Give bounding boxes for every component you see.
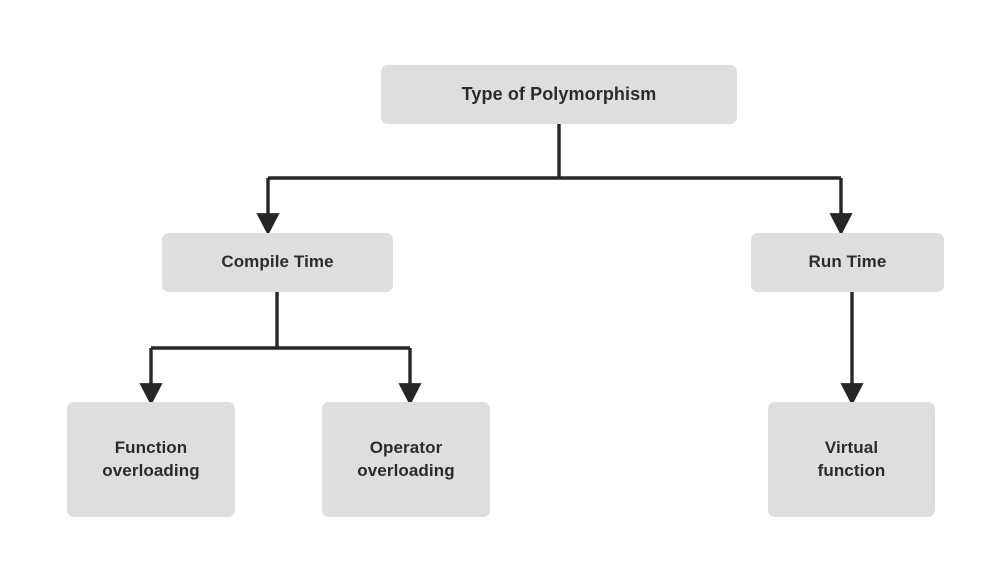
edge-compile-time-to-level2: [139, 292, 422, 406]
node-label-run-time: Run Time: [808, 252, 887, 272]
node-label-compile-time: Compile Time: [221, 252, 334, 272]
node-label-root: Type of Polymorphism: [461, 83, 657, 104]
node-run-time: Run Time: [751, 233, 944, 292]
node-label-function-overloading: Function overloading: [102, 438, 200, 480]
edge-root-to-level1: [256, 124, 853, 236]
node-label-operator-overloading: Operator overloading: [357, 438, 455, 480]
node-compile-time: Compile Time: [162, 233, 393, 292]
node-operator-overloading: Operator overloading: [322, 402, 490, 517]
node-label-virtual-function: Virtual function: [817, 438, 886, 480]
node-virtual-function: Virtual function: [768, 402, 935, 517]
node-type-of-polymorphism: Type of Polymorphism: [381, 65, 737, 124]
node-function-overloading: Function overloading: [67, 402, 235, 517]
